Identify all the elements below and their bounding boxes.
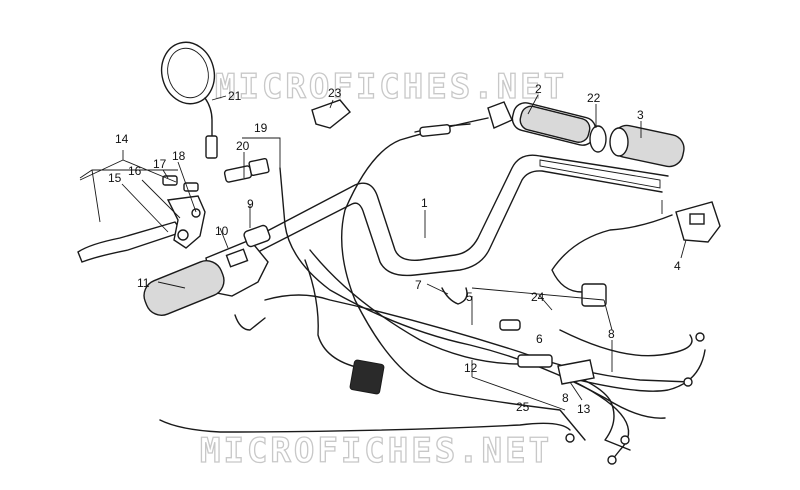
small-parts <box>311 99 705 465</box>
handlebar <box>249 154 669 277</box>
watermark-top: MICROFICHES.NET <box>215 67 567 107</box>
callout-14: 14 <box>115 132 129 146</box>
right-grips <box>487 101 685 168</box>
callout-labels: 1 2 3 4 5 6 7 8 9 10 11 12 13 14 15 16 1… <box>108 82 681 416</box>
callout-24: 24 <box>531 290 545 304</box>
callout-7: 7 <box>415 278 422 292</box>
right-switch <box>551 200 721 307</box>
watermark-bottom: MICROFICHES.NET <box>200 431 552 471</box>
callout-8-lower: 8 <box>562 391 569 405</box>
callout-10: 10 <box>215 224 229 238</box>
callout-21: 21 <box>228 89 242 103</box>
callout-17: 17 <box>153 157 167 171</box>
callout-16: 16 <box>128 164 142 178</box>
callout-8: 8 <box>608 327 615 341</box>
callout-12: 12 <box>464 361 478 375</box>
callout-6: 6 <box>536 332 543 346</box>
callout-1: 1 <box>421 196 428 210</box>
callout-13: 13 <box>577 402 591 416</box>
callout-11: 11 <box>137 276 150 290</box>
callout-25: 25 <box>516 400 530 414</box>
callout-4: 4 <box>674 259 681 273</box>
callout-22: 22 <box>587 91 601 105</box>
callout-15: 15 <box>108 171 122 185</box>
callout-3: 3 <box>637 108 644 122</box>
mirror <box>160 41 218 159</box>
callout-5: 5 <box>466 290 473 304</box>
callout-23: 23 <box>328 86 342 100</box>
callout-19: 19 <box>254 121 268 135</box>
leader-lines <box>79 94 687 411</box>
clutch-lever-assembly <box>77 175 206 263</box>
callout-2: 2 <box>535 82 542 96</box>
callout-18: 18 <box>172 149 186 163</box>
callout-9: 9 <box>247 197 254 211</box>
callout-20: 20 <box>236 139 250 153</box>
